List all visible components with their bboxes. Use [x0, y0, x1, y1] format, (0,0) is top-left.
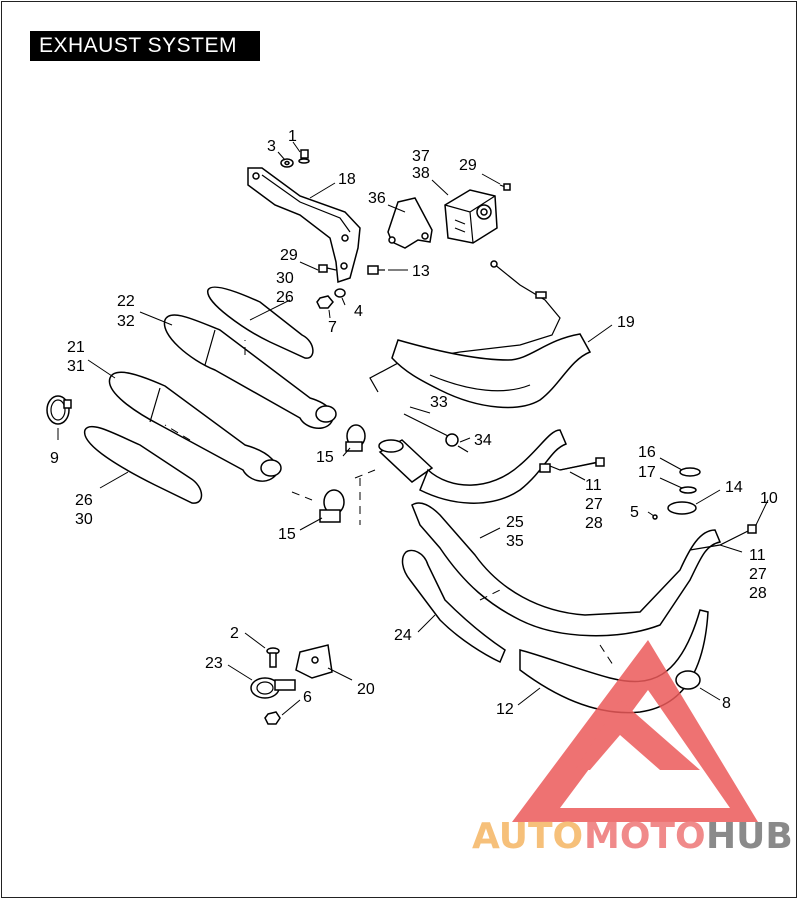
sensor-13: [367, 265, 385, 275]
nut-7: [316, 295, 334, 309]
callout-label: 37: [412, 148, 430, 165]
bracket-18: [247, 167, 361, 284]
callout-label: 18: [338, 171, 356, 188]
callout-label: 11: [585, 477, 602, 494]
callout-label: 27: [585, 496, 603, 513]
callout-label: 28: [585, 515, 603, 532]
callout-label: 29: [280, 247, 298, 264]
callout-label: 15: [278, 526, 296, 543]
callout-label: 3: [267, 138, 276, 155]
callout-label: 6: [303, 689, 312, 706]
actuator-37: [444, 189, 498, 244]
callout-label: 27: [749, 566, 767, 583]
callout-label: 25: [506, 514, 524, 531]
callout-label: 35: [506, 533, 524, 550]
heat-shield-19: [391, 333, 592, 409]
gaskets-16-17-14: [652, 467, 701, 520]
callout-label: 4: [354, 303, 363, 320]
callout-label: 14: [725, 479, 743, 496]
callout-label: 15: [316, 449, 334, 466]
callout-label: 20: [357, 681, 375, 698]
shield-26-lower: [84, 425, 203, 504]
callout-label: 31: [67, 358, 85, 375]
watermark-moto: MOTO: [584, 816, 706, 857]
callout-label: 8: [722, 695, 731, 712]
screw-29-lower: [318, 264, 337, 273]
crossover-33-34: [378, 413, 469, 483]
washer-4: [334, 288, 346, 298]
callout-label: 16: [638, 444, 656, 461]
watermark-hub: HUB: [706, 816, 793, 857]
callout-label: 1: [288, 128, 297, 145]
muffler-lower: [108, 371, 282, 482]
callout-label: 30: [276, 270, 294, 287]
callout-label: 11: [749, 547, 766, 564]
muffler-upper: [163, 314, 337, 430]
callout-label: 7: [328, 319, 337, 336]
bolt-2: [266, 647, 280, 668]
callout-label: 38: [412, 165, 430, 182]
callout-label: 19: [617, 314, 635, 331]
callout-label: 22: [117, 293, 135, 310]
clamp-15-upper: [345, 424, 366, 452]
callout-label: 36: [368, 190, 386, 207]
leader-lines: [57, 141, 769, 716]
shield-26-upper: [207, 286, 314, 359]
callout-label: 13: [412, 263, 430, 280]
rear-pipe-24: [401, 549, 506, 664]
callout-label: 30: [75, 511, 93, 528]
callouts: 1 3 18 37 38 29 36 29 30 26 13 22 32 7 4…: [50, 128, 778, 718]
callout-label: 33: [430, 394, 448, 411]
callout-label: 23: [205, 655, 223, 672]
callout-label: 26: [75, 492, 93, 509]
diagram-title: EXHAUST SYSTEM: [30, 31, 260, 61]
nut-6: [264, 711, 281, 725]
front-pipe-upper: [411, 429, 722, 637]
bracket-36: [387, 197, 433, 249]
callout-label: 29: [459, 157, 477, 174]
callout-label: 26: [276, 289, 294, 306]
clamp-15-lower: [319, 489, 345, 523]
callout-label: 32: [117, 313, 135, 330]
washer-3: [280, 158, 294, 168]
cable-19: [369, 260, 561, 393]
callout-label: 24: [394, 627, 412, 644]
watermark-logo: [512, 640, 758, 822]
bracket-20: [295, 644, 333, 679]
callout-label: 12: [496, 701, 514, 718]
screw-29-upper: [499, 183, 511, 191]
callout-label: 10: [760, 490, 778, 507]
callout-label: 28: [749, 585, 767, 602]
callout-label: 21: [67, 339, 85, 356]
callout-label: 5: [630, 504, 639, 521]
callout-label: 17: [638, 464, 656, 481]
bolt-1: [298, 149, 310, 164]
clamp-9: [46, 395, 72, 425]
watermark-triangle-icon: [512, 640, 758, 822]
watermark-auto: AUTO: [472, 816, 583, 857]
callout-label: 2: [230, 625, 239, 642]
callout-label: 9: [50, 450, 59, 467]
clamp-23: [250, 677, 296, 699]
assembly-lines: [164, 340, 616, 669]
callout-label: 34: [474, 432, 492, 449]
